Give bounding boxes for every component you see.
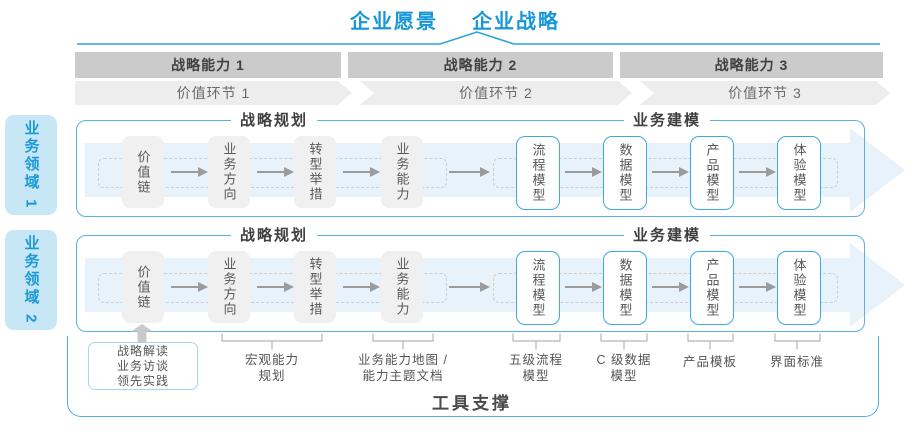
flow-arrow-icon: [449, 167, 490, 177]
product-model-label: 产品模型: [704, 258, 720, 318]
process-model-label: 流程模型: [530, 143, 546, 203]
enterprise-strategy-title: 企业战略: [472, 11, 560, 33]
domain-1-frame: [76, 120, 865, 217]
process-model-box: 流程模型: [516, 251, 560, 325]
planning-dashed-lane: [98, 158, 447, 188]
business-capability-label: 业务能力: [394, 257, 410, 317]
value-chain-label: 价值链: [135, 149, 151, 195]
tool-support-label: 工具支撑: [432, 394, 512, 413]
domain-2-frame: [76, 235, 865, 332]
flow-arrow-icon: [652, 167, 689, 177]
business-capability-box: 业务能力: [381, 251, 423, 323]
flow-arrow-icon: [565, 167, 602, 177]
flow-arrow-icon: [171, 282, 208, 292]
business-direction-box: 业务方向: [208, 136, 250, 208]
c-level-data-model-label: C 级数据 模型: [596, 353, 652, 384]
tool-support-frame: [67, 336, 879, 417]
experience-model-label: 体验模型: [791, 258, 807, 318]
strategic-planning-header: 战略规划: [230, 113, 318, 129]
flow-arrow-icon: [739, 282, 776, 292]
strategic-capability-2-label: 战略能力 2: [443, 57, 518, 73]
business-direction-box: 业务方向: [208, 251, 250, 323]
flow-arrow-icon: [343, 282, 380, 292]
flow-arrow-icon: [257, 282, 294, 292]
strategic-planning-header: 战略规划: [230, 228, 318, 244]
flow-arrow-icon: [257, 167, 294, 177]
process-model-label: 流程模型: [530, 258, 546, 318]
flow-arrow-icon: [171, 167, 208, 177]
flow-arrow-icon: [449, 282, 490, 292]
process-model-box: 流程模型: [516, 136, 560, 210]
value-link-1-chevron: 价值环节 1: [75, 81, 352, 105]
data-model-box: 数据模型: [603, 136, 647, 210]
macro-capability-planning-label: 宏观能力 规划: [244, 353, 299, 384]
modeling-dashed-lane: [493, 273, 838, 303]
value-chain-box: 价值链: [122, 251, 164, 323]
experience-model-box: 体验模型: [777, 251, 821, 325]
value-link-2-chevron: 价值环节 2: [360, 81, 632, 105]
business-domain-1-tab: 业务领域 1: [5, 115, 57, 215]
experience-model-box: 体验模型: [777, 136, 821, 210]
ui-standard-label: 界面标准: [769, 355, 824, 369]
enterprise-vision-title: 企业愿景: [350, 11, 438, 33]
business-domain-2-tab: 业务领域 2: [5, 230, 57, 330]
strategic-capability-1-band: 战略能力 1: [75, 52, 341, 78]
flow-arrow-icon: [652, 282, 689, 292]
business-domain-2-label: 业务领域 2: [22, 234, 40, 326]
capability-map-doc-label: 业务能力地图 / 能力主题文档: [358, 353, 448, 384]
strategic-capability-2-band: 战略能力 2: [348, 52, 613, 78]
experience-model-label: 体验模型: [791, 143, 807, 203]
transformation-initiatives-box: 转型举措: [294, 136, 336, 208]
value-link-2-label: 价值环节 2: [459, 85, 533, 101]
value-link-3-chevron: 价值环节 3: [640, 81, 890, 105]
business-modeling-header: 业务建模: [623, 113, 711, 129]
flow-arrow-icon: [565, 282, 602, 292]
product-model-box: 产品模型: [690, 136, 734, 210]
modeling-dashed-lane: [493, 158, 838, 188]
product-model-label: 产品模型: [704, 143, 720, 203]
product-model-box: 产品模型: [690, 251, 734, 325]
data-model-label: 数据模型: [617, 143, 633, 203]
strategic-capability-1-label: 战略能力 1: [171, 57, 245, 73]
value-link-3-label: 价值环节 3: [728, 85, 802, 101]
business-capability-box: 业务能力: [381, 136, 423, 208]
product-template-label: 产品模板: [682, 355, 737, 369]
value-chain-box: 价值链: [122, 136, 164, 208]
domain-1-row: 战略规划 业务建模 价值链 业务方向 转型举措 业务能力 流程模型 数据模型 产…: [0, 113, 910, 217]
transformation-initiatives-label: 转型举措: [307, 257, 323, 317]
flow-arrow-icon: [343, 167, 380, 177]
transformation-initiatives-label: 转型举措: [307, 142, 323, 202]
strategic-capability-3-band: 战略能力 3: [620, 52, 883, 78]
data-model-box: 数据模型: [603, 251, 647, 325]
business-domain-1-label: 业务领域 1: [22, 119, 40, 211]
business-direction-label: 业务方向: [221, 257, 237, 317]
value-chain-label: 价值链: [135, 264, 151, 310]
value-link-1-label: 价值环节 1: [176, 85, 251, 101]
transformation-initiatives-box: 转型举措: [294, 251, 336, 323]
planning-dashed-lane: [98, 273, 447, 303]
strategic-capability-3-label: 战略能力 3: [714, 57, 789, 73]
data-model-label: 数据模型: [617, 258, 633, 318]
business-direction-label: 业务方向: [221, 142, 237, 202]
flow-arrow-icon: [739, 167, 776, 177]
strategy-inputs-box: 战略解读 业务访谈 领先实践: [88, 342, 198, 390]
business-capability-label: 业务能力: [394, 142, 410, 202]
diagram-title: 企业愿景 企业战略: [0, 5, 910, 34]
domain-2-row: 战略规划 业务建模 价值链 业务方向 转型举措 业务能力 流程模型 数据模型 产…: [0, 228, 910, 332]
five-level-process-model-label: 五级流程 模型: [508, 353, 563, 384]
business-modeling-header: 业务建模: [623, 228, 711, 244]
